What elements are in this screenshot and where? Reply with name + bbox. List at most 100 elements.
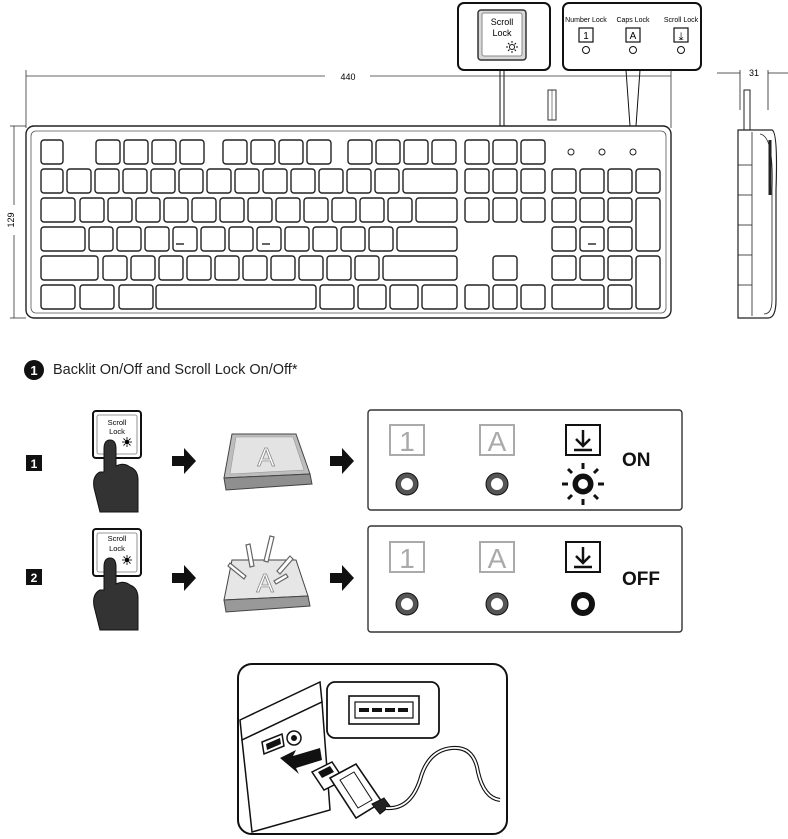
keyboard-key <box>94 168 120 194</box>
keyboard-key <box>421 284 458 310</box>
step-2-key-label-2: Lock <box>109 544 125 553</box>
finger-press-icon-2: Scroll Lock <box>92 528 142 631</box>
keyboard-key <box>107 197 133 223</box>
keyboard-key <box>354 255 380 281</box>
indicator-label-num: Number Lock <box>565 17 607 24</box>
keyboard-key <box>242 255 268 281</box>
keyboard-key <box>228 226 254 252</box>
keyboard-key <box>206 168 232 194</box>
step-2-state: OFF <box>622 569 660 590</box>
keyboard-key <box>326 255 352 281</box>
keyboard-key <box>275 197 301 223</box>
section-title: 1 Backlit On/Off and Scroll Lock On/Off* <box>24 360 297 380</box>
indicator-symbol-scroll: ⤓ <box>679 31 684 43</box>
keyboard-key <box>520 168 546 194</box>
keyboard-key <box>464 139 490 165</box>
keyboard-key <box>40 139 64 165</box>
keyboard-key <box>520 284 546 310</box>
step-1-badge <box>26 455 42 471</box>
keyboard-key <box>551 255 577 281</box>
keyboard-key <box>607 197 633 223</box>
callout-scroll-label-1: Scroll <box>491 17 514 27</box>
keyboard-key <box>250 139 276 165</box>
keyboard-key <box>262 168 288 194</box>
keyboard-key <box>492 168 518 194</box>
keyboard-key <box>158 255 184 281</box>
keyboard-key <box>357 284 387 310</box>
keyboard-key <box>116 226 142 252</box>
keyboard-key <box>579 197 605 223</box>
keyboard-key <box>635 168 661 194</box>
keyboard-key <box>79 197 105 223</box>
keyboard-key <box>102 255 128 281</box>
arrow-right-icon-2 <box>330 448 354 474</box>
keyboard-key <box>40 168 64 194</box>
indicator-symbol-num: 1 <box>583 31 589 42</box>
keyboard-key <box>520 139 546 165</box>
step-1-state: ON <box>622 450 651 471</box>
keyboard-key <box>150 168 176 194</box>
keyboard-key <box>123 139 149 165</box>
keyboard-key <box>40 226 86 252</box>
keyboard-key <box>200 226 226 252</box>
keyboard-key <box>403 139 429 165</box>
keyboard-key <box>284 226 310 252</box>
keyboard-key <box>40 284 76 310</box>
indicator-symbol-caps: A <box>630 31 637 42</box>
step-1-key-label-1: Scroll <box>108 418 127 427</box>
keyboard-key <box>551 168 577 194</box>
step-2-caps-led <box>485 592 509 616</box>
step-1-caps-led <box>485 472 509 496</box>
keyboard-key <box>579 226 605 252</box>
keyboard-key <box>306 139 332 165</box>
step-2-key-label-1: Scroll <box>108 534 127 543</box>
keyboard-key <box>464 197 490 223</box>
keyboard-key <box>431 139 457 165</box>
step-1-num-symbol: 1 <box>399 426 415 457</box>
keyboard-key <box>130 255 156 281</box>
keyboard-key <box>635 255 661 310</box>
keycap-glow-icon: A <box>223 535 311 613</box>
keyboard-key <box>464 284 490 310</box>
step-2-row: 2 Scroll Lock A 1 A OFF <box>26 525 683 633</box>
section-number-badge: 1 <box>24 360 44 380</box>
step-2-badge <box>26 569 42 585</box>
keyboard-key <box>492 255 518 281</box>
insert-arrow-icon <box>280 748 322 774</box>
keyboard-key <box>79 284 115 310</box>
keyboard-key <box>155 284 317 310</box>
keyboard-key <box>151 139 177 165</box>
step-1-row: 1 Scroll Lock A 1 A ON <box>26 409 683 513</box>
keyboard-key <box>191 197 217 223</box>
keyboard-key <box>135 197 161 223</box>
keyboard-key <box>214 255 240 281</box>
keyboard-key <box>492 197 518 223</box>
keyboard-key <box>318 168 344 194</box>
keyboard-key <box>118 284 154 310</box>
keyboard-key <box>551 226 577 252</box>
indicator-label-scroll: Scroll Lock <box>664 17 699 24</box>
keyboard-leds <box>567 148 637 156</box>
step-2-num-led <box>395 592 419 616</box>
step-2-indicator-panel <box>367 525 683 633</box>
keyboard-key <box>396 226 458 252</box>
indicator-led-scroll <box>677 46 685 54</box>
keyboard-key <box>520 197 546 223</box>
keyboard-key <box>298 255 324 281</box>
height-dimension: 129 <box>6 212 16 227</box>
keyboard-key <box>415 197 458 223</box>
usb-port-icon <box>261 732 285 756</box>
keyboard-key <box>234 168 260 194</box>
usb-connection-diagram <box>237 663 508 835</box>
keyboard-key <box>163 197 189 223</box>
keyboard-key <box>579 255 605 281</box>
keyboard-key <box>247 197 273 223</box>
keyboard-key <box>551 197 577 223</box>
keyboard-key <box>178 168 204 194</box>
step-2-scroll-led <box>571 592 595 616</box>
keyboard-key <box>179 139 205 165</box>
keyboard-key <box>270 255 296 281</box>
step-1-key-label-2: Lock <box>109 427 125 436</box>
keyboard-key <box>303 197 329 223</box>
arrow-right-icon <box>172 448 196 474</box>
